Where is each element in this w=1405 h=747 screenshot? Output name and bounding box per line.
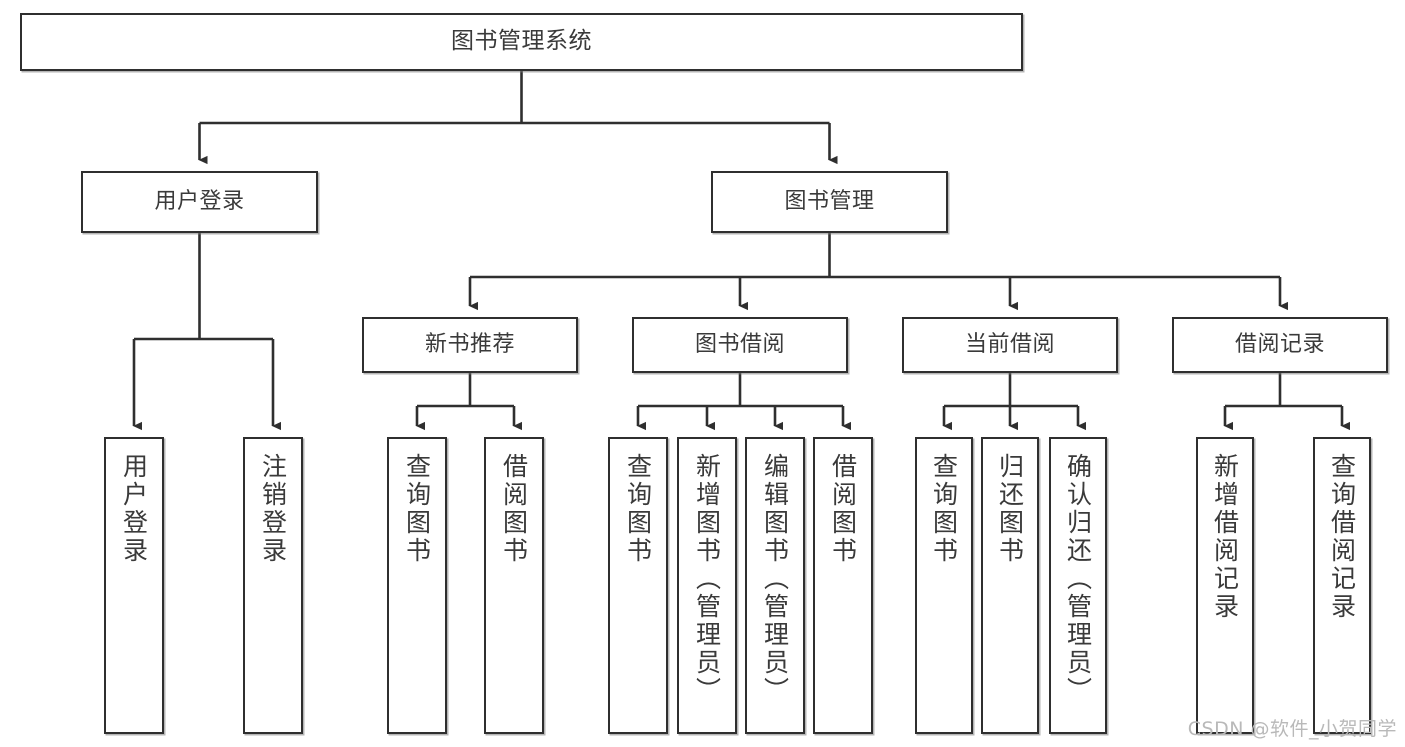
node-label: 图书借阅 xyxy=(694,331,785,357)
node-label: 用户登录 xyxy=(119,453,149,565)
node-label: 当前借阅 xyxy=(964,331,1055,357)
node-label: 用户登录 xyxy=(154,188,245,214)
node-l-logout[interactable]: 注销登录 xyxy=(243,437,303,734)
node-l-queryrec[interactable]: 查询借阅记录 xyxy=(1313,437,1371,734)
node-records[interactable]: 借阅记录 xyxy=(1172,317,1388,373)
node-l-return[interactable]: 归还图书 xyxy=(981,437,1039,734)
node-label: 归还图书 xyxy=(995,453,1025,565)
node-bookmgmt[interactable]: 图书管理 xyxy=(711,171,948,233)
node-l-add[interactable]: 新增图书（管理员） xyxy=(677,437,737,734)
node-l-query1[interactable]: 查询图书 xyxy=(387,437,447,734)
node-l-borrow2[interactable]: 借阅图书 xyxy=(813,437,873,734)
node-l-addrec[interactable]: 新增借阅记录 xyxy=(1196,437,1254,734)
node-l-login[interactable]: 用户登录 xyxy=(104,437,164,734)
node-label: 注销登录 xyxy=(258,453,288,565)
node-label: 查询图书 xyxy=(402,453,432,565)
node-root[interactable]: 图书管理系统 xyxy=(20,13,1023,71)
node-label: 图书管理系统 xyxy=(451,28,592,55)
node-label: 图书管理 xyxy=(784,188,875,214)
node-l-confirm[interactable]: 确认归还（管理员） xyxy=(1049,437,1107,734)
node-label: 新增图书（管理员） xyxy=(692,453,722,705)
node-label: 借阅记录 xyxy=(1234,331,1325,357)
node-label: 查询图书 xyxy=(929,453,959,565)
node-label: 借阅图书 xyxy=(499,453,529,565)
node-l-borrow1[interactable]: 借阅图书 xyxy=(484,437,544,734)
csdn-watermark: CSDN @软件_小贺同学 xyxy=(1187,718,1397,740)
node-label: 借阅图书 xyxy=(828,453,858,565)
node-label: 确认归还（管理员） xyxy=(1063,453,1093,705)
node-l-query3[interactable]: 查询图书 xyxy=(915,437,973,734)
node-l-edit[interactable]: 编辑图书（管理员） xyxy=(745,437,805,734)
node-login[interactable]: 用户登录 xyxy=(81,171,318,233)
node-label: 新增借阅记录 xyxy=(1210,453,1240,621)
node-label: 新书推荐 xyxy=(424,331,515,357)
node-label: 查询借阅记录 xyxy=(1327,453,1357,621)
node-borrow[interactable]: 图书借阅 xyxy=(632,317,848,373)
node-l-query2[interactable]: 查询图书 xyxy=(608,437,668,734)
node-newbook[interactable]: 新书推荐 xyxy=(362,317,578,373)
node-current[interactable]: 当前借阅 xyxy=(902,317,1118,373)
node-label: 编辑图书（管理员） xyxy=(760,453,790,705)
node-label: 查询图书 xyxy=(623,453,653,565)
